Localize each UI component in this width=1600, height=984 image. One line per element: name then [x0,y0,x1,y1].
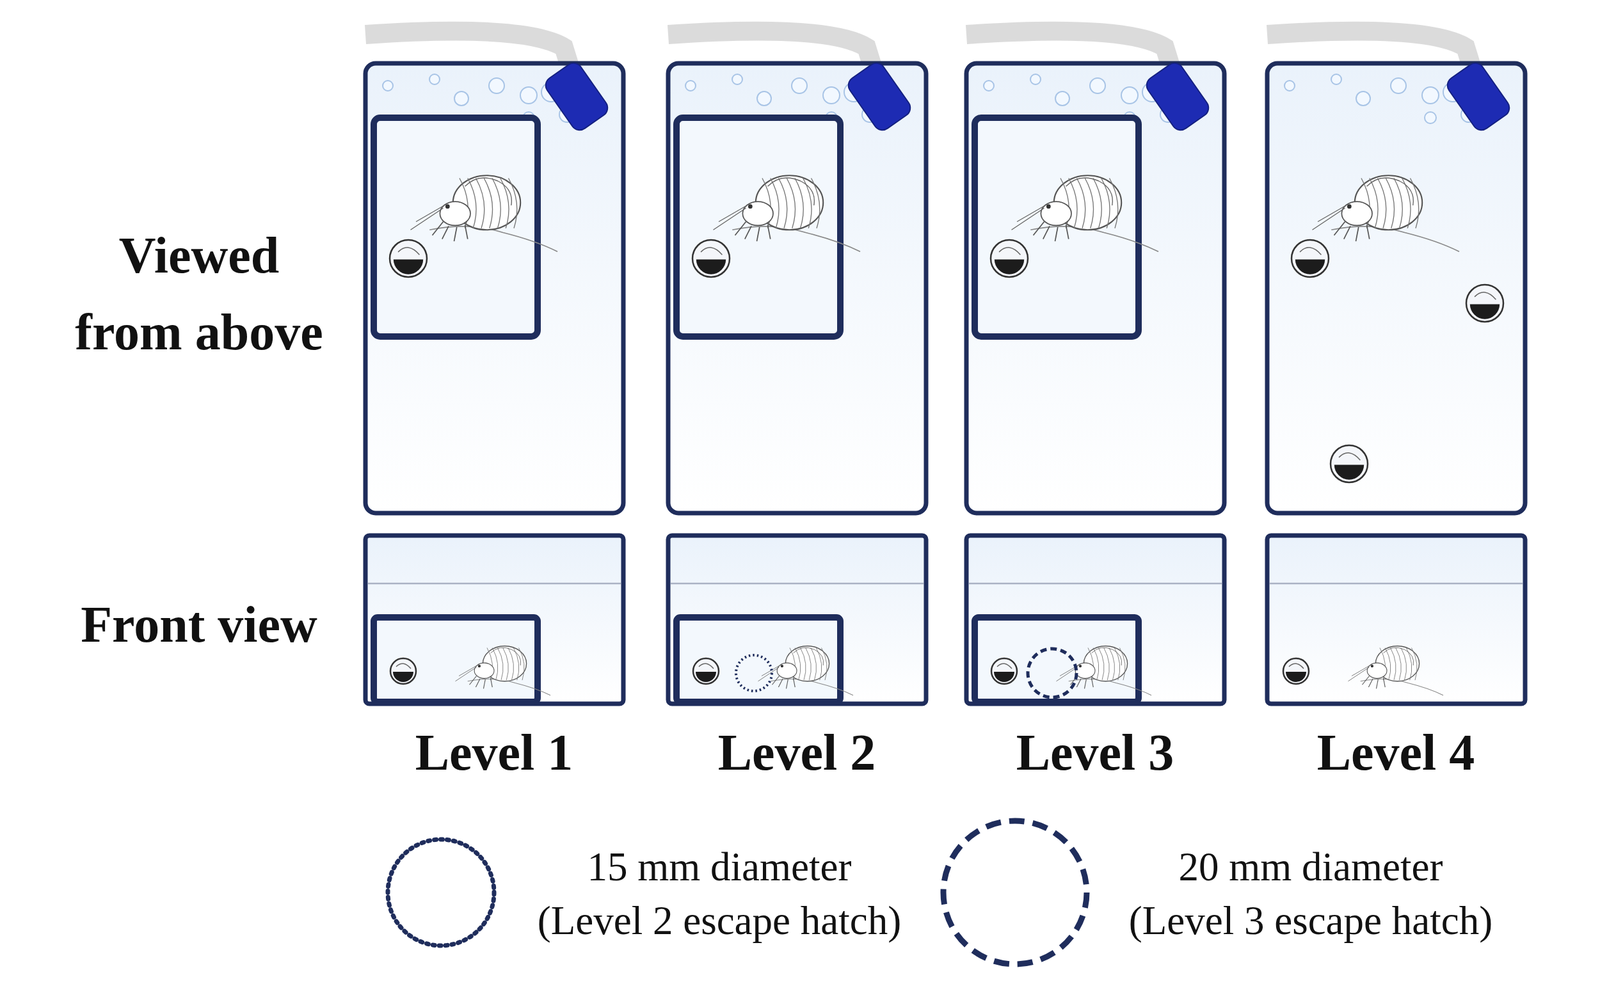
air-stone [1143,59,1212,134]
bubble [1331,74,1342,85]
legend-text: 20 mm diameter (Level 3 escape hatch) [1125,840,1497,948]
snail [1466,284,1504,322]
tank-front-view [668,535,927,704]
hermit-crab [1348,646,1444,696]
bubble [983,80,994,91]
hermit-crab [758,646,854,696]
snail [1330,445,1368,483]
bubble [488,78,505,94]
bubble [791,78,808,94]
air-stone [844,59,914,134]
tank-top-view [966,63,1225,514]
air-stone [542,59,611,134]
enclosure-front-view [974,617,1139,703]
bubble [1089,78,1106,94]
snail [990,240,1028,278]
water-line [1269,583,1523,585]
water-line [968,583,1222,585]
snail [390,658,416,685]
legend-sample [387,839,495,946]
bubble [429,74,440,85]
bubble [382,80,393,91]
row-label: Viewed from above [67,216,331,371]
tank-top-view [668,63,927,514]
legend-sample [943,821,1087,965]
enclosure-top-view [974,117,1139,337]
enclosure-front-view [676,617,841,703]
legend-text: 15 mm diameter (Level 2 escape hatch) [533,840,905,948]
tank-top-view [365,63,624,514]
enclosure-top-view [676,117,841,337]
tank [365,31,624,704]
bubble [1284,80,1295,91]
snail [991,658,1017,685]
bubble [1422,87,1439,104]
bubble [757,91,772,106]
water-line [368,583,621,585]
bubble [1424,112,1437,124]
level-label: Level 4 [1317,723,1476,783]
snail [389,240,427,278]
bubble [1121,87,1138,104]
tank-front-view [1267,535,1526,704]
snail [1283,658,1309,685]
hermit-crab [455,646,552,696]
row-label: Front view [80,586,318,664]
level-label: Level 2 [718,723,877,783]
bubble [1030,74,1041,85]
enclosure-front-view [373,617,538,703]
hermit-crab [1011,175,1160,252]
snail [1291,240,1329,278]
snail [693,658,719,685]
hermit-crab [1312,175,1460,252]
tank [966,31,1225,704]
tank [668,31,927,704]
bubble [823,87,840,104]
level-label: Level 1 [415,723,574,783]
tank-top-view [1267,63,1526,514]
air-stone [1443,59,1513,134]
escape-hatch [1027,648,1077,698]
bubble [454,91,469,106]
bubble [1356,91,1371,106]
bubble [1390,78,1407,94]
bubble [520,87,537,104]
tank-front-view [966,535,1225,704]
water-line [670,583,924,585]
hermit-crab [410,175,559,252]
enclosure-top-view [373,117,538,337]
level-label: Level 3 [1016,723,1175,783]
tank-front-view [365,535,624,704]
escape-hatch [736,655,772,692]
snail [692,240,730,278]
bubble [732,74,743,85]
hermit-crab [713,175,861,252]
tank [1267,31,1526,704]
bubble [685,80,696,91]
bubble [1055,91,1070,106]
